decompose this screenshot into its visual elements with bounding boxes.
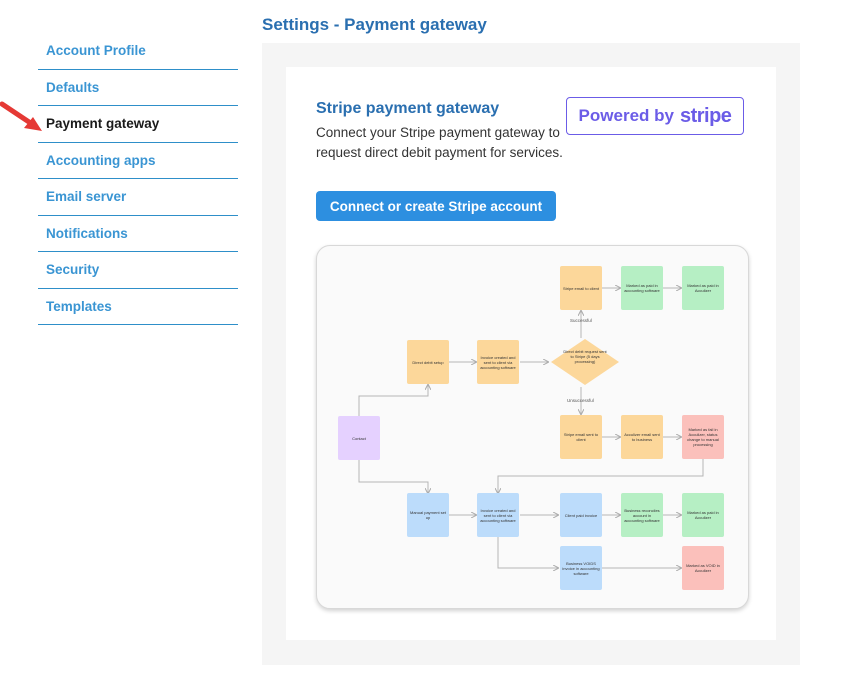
sidebar-item-security[interactable]: Security [38,252,238,289]
flow-node-client-paid: Client paid invoice [560,493,602,537]
page-title: Settings - Payment gateway [262,15,487,34]
flow-node-marked-paid-acculizer-bottom: Marked as paid in Acculizer [682,493,724,537]
edge-label-successful: Successful [570,318,592,323]
sidebar-item-defaults[interactable]: Defaults [38,70,238,106]
flow-node-business-reconciles: Business reconciles account in accountin… [621,493,663,537]
sidebar-item-payment-gateway[interactable]: Payment gateway [38,106,238,143]
flow-node-business-void: Business VOIDS invoice in accounting sof… [560,546,602,590]
flow-node-stripe-email-success: Stripe email to client [560,266,602,310]
flow-node-marked-failed: Marked as fail in Acculizer, status chan… [682,415,724,459]
flow-node-decision: Direct debit request sent to Stripe (5 d… [563,349,607,364]
flow-node-marked-void: Marked as VOID in Acculizer [682,546,724,590]
flow-node-invoice-created-top: Invoice created and sent to client via a… [477,340,519,384]
flow-node-manual-payment: Manual payment set up [407,493,449,537]
flow-node-invoice-created-bottom: Invoice created and sent to client via a… [477,493,519,537]
flow-node-marked-paid-accounting: Marked as paid in accounting software [621,266,663,310]
gateway-title: Stripe payment gateway [316,100,500,117]
flow-node-direct-debit-setup: Direct debit setup [407,340,449,384]
sidebar-item-templates[interactable]: Templates [38,289,238,325]
flow-node-stripe-email-fail: Stripe email sent to client [560,415,602,459]
connect-stripe-button[interactable]: Connect or create Stripe account [316,191,556,221]
sidebar-item-account-profile[interactable]: Account Profile [38,33,238,70]
stripe-logo: stripe [679,104,732,127]
flow-connectors [358,246,704,608]
edge-label-unsuccessful: Unsuccessful [567,398,594,403]
payment-flow-diagram: Contact Direct debit setup Invoice creat… [316,245,749,609]
sidebar-item-email-server[interactable]: Email server [38,179,238,216]
flow-node-marked-paid-acculizer-top: Marked as paid in Acculizer [682,266,724,310]
flow-node-acculizer-email: Acculizer email sent to business [621,415,663,459]
settings-sidebar: Account Profile Defaults Payment gateway… [38,33,238,325]
sidebar-item-notifications[interactable]: Notifications [38,216,238,252]
flow-decision-diamond [551,339,619,385]
flow-node-contact: Contact [338,416,380,460]
powered-by-text: Powered by [578,106,674,125]
gateway-description: Connect your Stripe payment gateway to r… [316,125,563,160]
pointer-arrow-icon [0,101,42,131]
sidebar-item-accounting-apps[interactable]: Accounting apps [38,143,238,179]
powered-by-stripe-badge: Powered by stripe [566,97,744,135]
